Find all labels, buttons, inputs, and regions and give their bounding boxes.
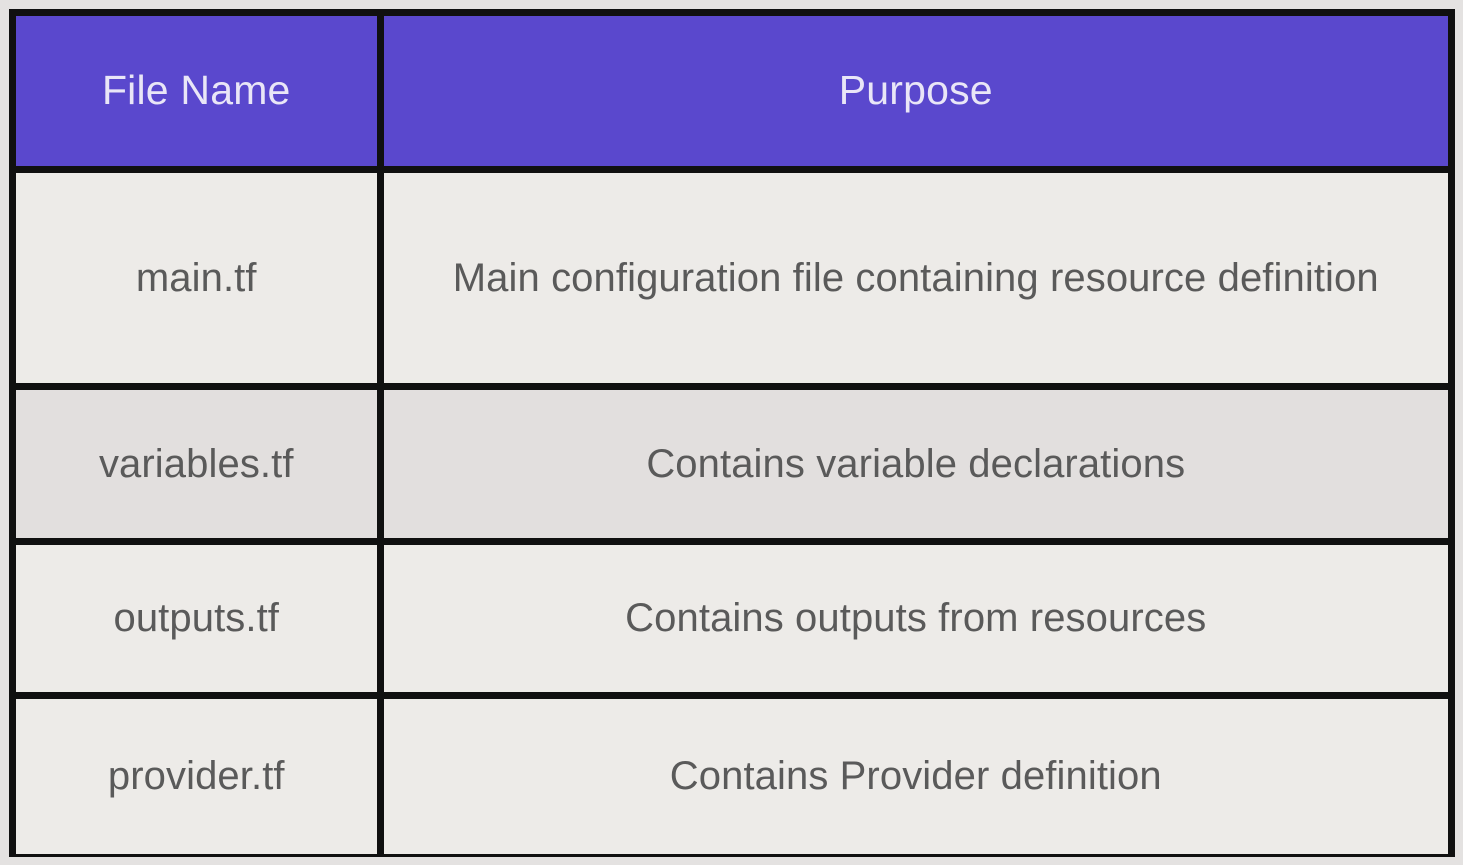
file-name-text: main.tf [135, 255, 257, 300]
cell-file-name: outputs.tf [16, 541, 380, 699]
column-header-purpose: Purpose [376, 16, 1448, 173]
cell-purpose: Contains outputs from resources [376, 541, 1448, 699]
table-row: variables.tf Contains variable declarati… [16, 386, 1448, 545]
file-structure-table-container: File Name Purpose main.tf Main configura… [9, 9, 1455, 857]
table-body: main.tf Main configuration file containi… [16, 169, 1448, 854]
cell-file-name: main.tf [16, 169, 380, 390]
file-name-text: variables.tf [98, 441, 294, 486]
table-row: outputs.tf Contains outputs from resourc… [16, 541, 1448, 699]
cell-purpose: Main configuration file containing resou… [376, 169, 1448, 390]
purpose-text: Contains outputs from resources [625, 596, 1207, 641]
file-structure-table: File Name Purpose main.tf Main configura… [16, 16, 1448, 854]
file-name-text: outputs.tf [113, 596, 280, 641]
table-row: main.tf Main configuration file containi… [16, 169, 1448, 390]
purpose-text: Main configuration file containing resou… [452, 255, 1379, 300]
purpose-text: Contains variable declarations [646, 441, 1186, 486]
table-row: provider.tf Contains Provider definition [16, 695, 1448, 854]
column-header-file-name: File Name [16, 16, 380, 173]
purpose-text: Contains Provider definition [669, 753, 1162, 798]
cell-purpose: Contains variable declarations [376, 386, 1448, 545]
cell-file-name: provider.tf [16, 695, 380, 854]
file-name-text: provider.tf [107, 753, 285, 798]
cell-file-name: variables.tf [16, 386, 380, 545]
table-header-row: File Name Purpose [16, 16, 1448, 173]
cell-purpose: Contains Provider definition [376, 695, 1448, 854]
table-header: File Name Purpose [16, 16, 1448, 173]
